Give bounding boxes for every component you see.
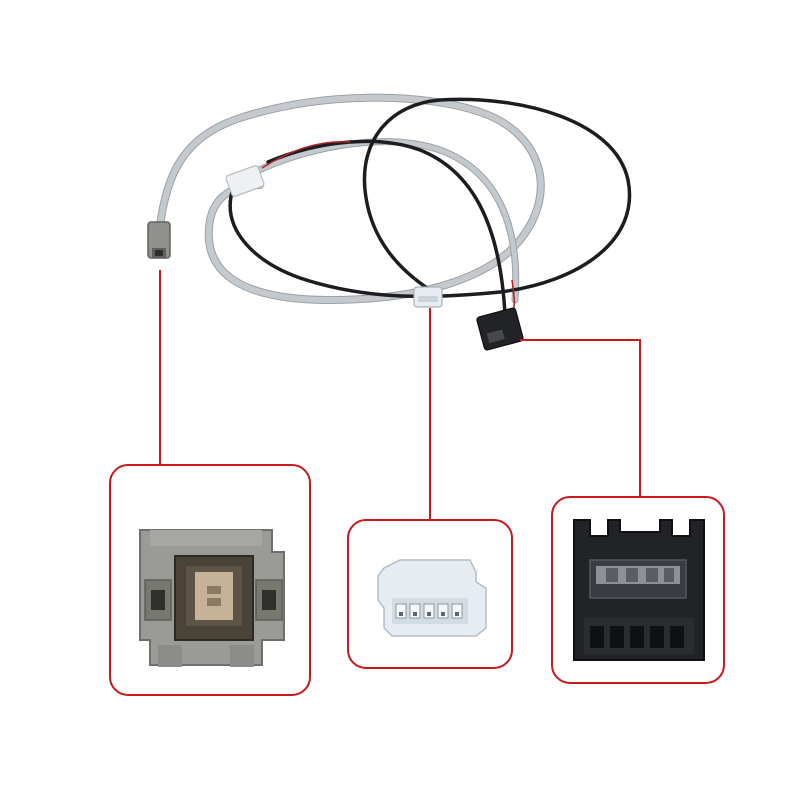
callout-white-connector [347, 519, 513, 669]
callout-lines [159, 270, 641, 520]
inline-white-connector [225, 165, 265, 197]
gray-plug-icon [139, 529, 285, 667]
gray-cable [155, 94, 544, 304]
black-plug [476, 307, 524, 351]
black-plug-icon [573, 519, 705, 661]
callout-gray-connector [109, 464, 311, 696]
gray-plug [147, 221, 171, 259]
gray-cable-loop-core [252, 139, 519, 303]
black-cable-lead [266, 139, 507, 317]
white-plug-icon [377, 559, 487, 637]
red-wire [261, 140, 351, 169]
callout-line-black [520, 339, 641, 497]
white-plug [413, 286, 443, 308]
black-cable [228, 97, 632, 299]
cable-harness [147, 93, 632, 351]
callout-black-connector [551, 496, 725, 684]
